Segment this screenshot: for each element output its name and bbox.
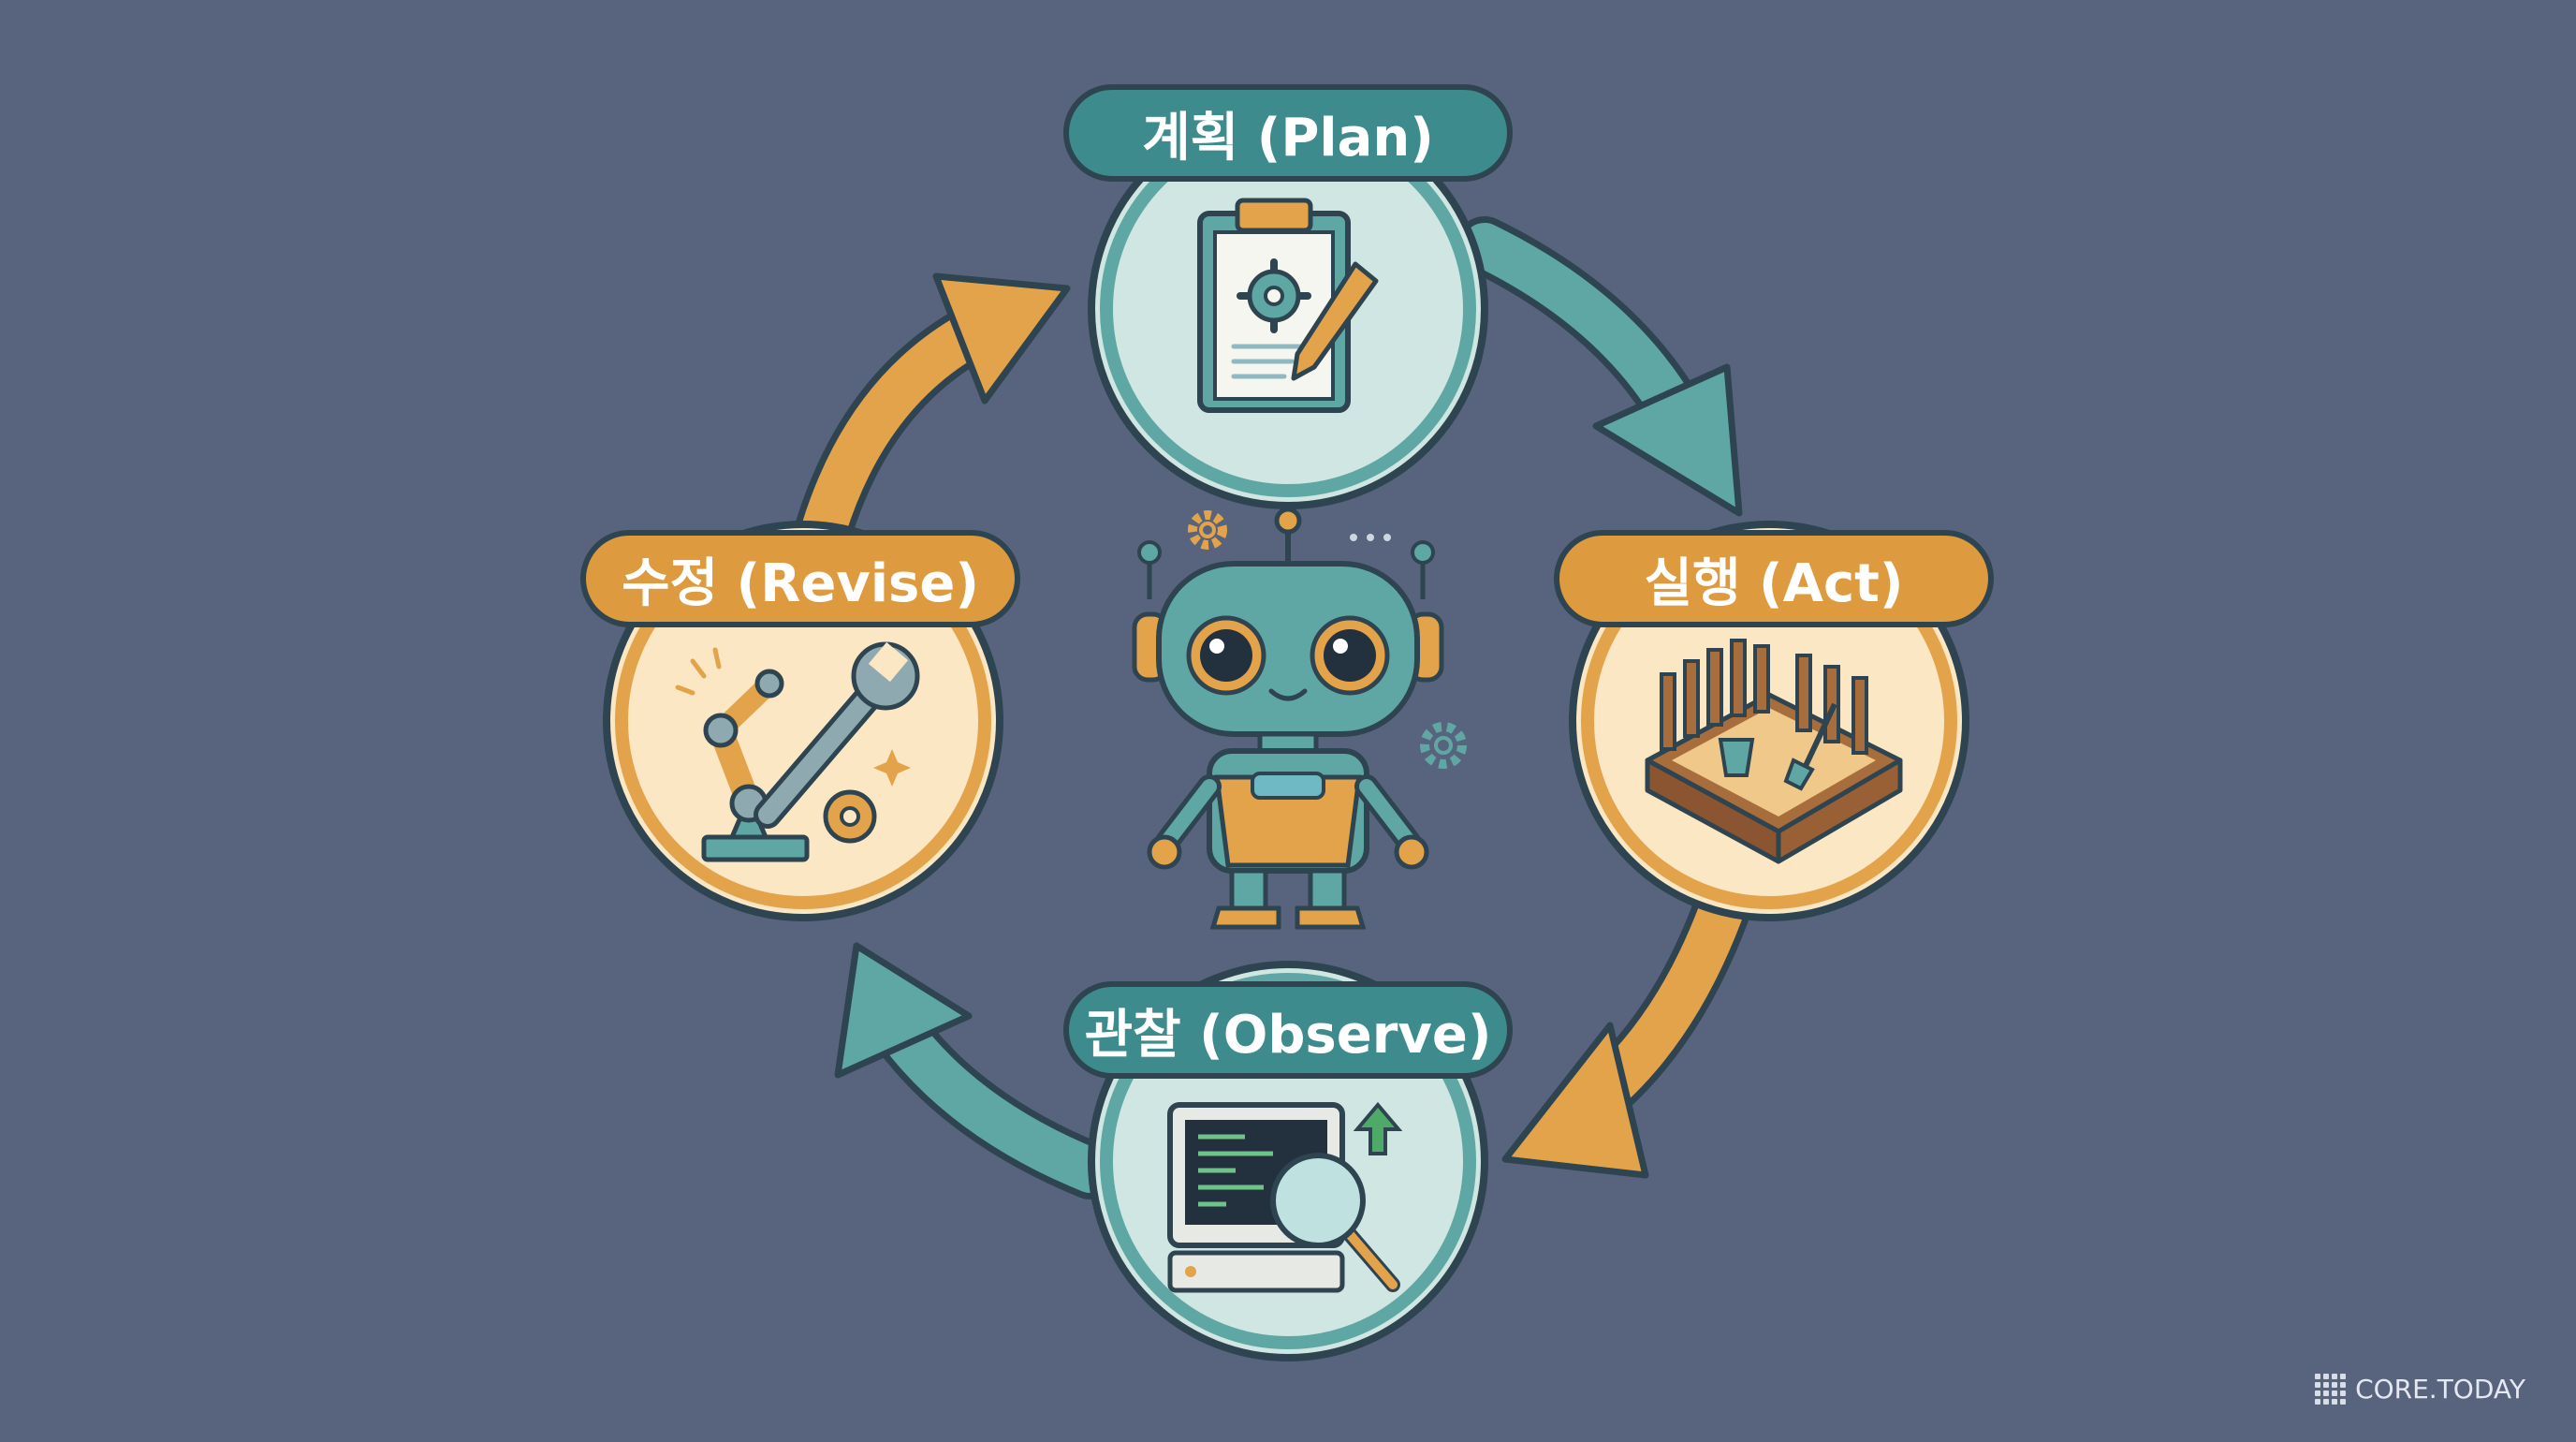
step-label-plan: 계획 (Plan) [1063, 84, 1513, 182]
robot-arm-wrench-icon [675, 641, 920, 862]
step-label-act-text: 실행 (Act) [1644, 552, 1904, 614]
step-label-revise-text: 수정 (Revise) [622, 552, 979, 614]
clipboard-gear-pencil-icon [1197, 198, 1379, 413]
sandbox-bucket-shovel-icon [1645, 639, 1903, 864]
brand-logo-icon [2315, 1374, 2347, 1405]
brand-name: CORE.TODAY [2355, 1374, 2525, 1405]
step-label-observe-text: 관찰 (Observe) [1084, 1004, 1492, 1066]
step-label-observe: 관찰 (Observe) [1063, 981, 1513, 1079]
gear-icon [1420, 722, 1467, 769]
step-label-revise: 수정 (Revise) [580, 530, 1020, 627]
step-label-act: 실행 (Act) [1554, 530, 1994, 627]
step-label-plan-text: 계획 (Plan) [1142, 107, 1434, 169]
arrow-revise-to-plan [795, 272, 1071, 558]
brand-watermark: CORE.TODAY [2315, 1374, 2525, 1405]
arrow-observe-to-revise [834, 942, 1120, 1199]
monitor-magnifier-icon [1167, 1101, 1403, 1293]
gear-icon [1188, 510, 1227, 550]
robot-icon [1132, 507, 1467, 930]
arrow-plan-to-act [1456, 216, 1743, 517]
arrow-act-to-observe [1501, 884, 1749, 1179]
